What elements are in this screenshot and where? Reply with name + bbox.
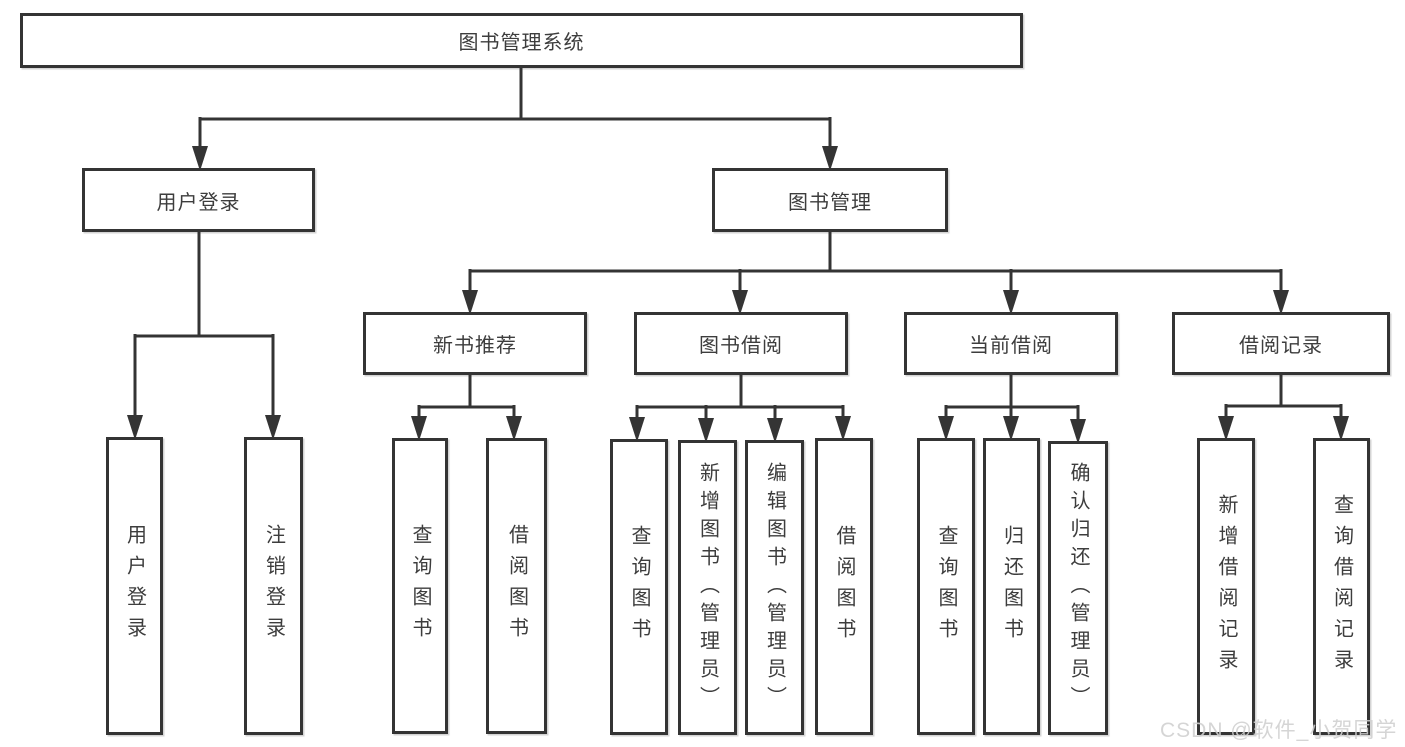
leaf-recommend-query-book-label: 查询图书 (409, 524, 431, 648)
leaf-current-confirm-return-admin-label: 确认归还（管理员） (1067, 462, 1089, 714)
node-current-borrow: 当前借阅 (904, 312, 1118, 375)
node-book-borrow: 图书借阅 (634, 312, 848, 375)
node-new-book-recommend: 新书推荐 (363, 312, 587, 375)
leaf-borrow-query-book: 查询图书 (610, 439, 668, 735)
leaf-borrow-edit-book-admin: 编辑图书（管理员） (745, 440, 804, 735)
leaf-records-query-record: 查询借阅记录 (1313, 438, 1370, 735)
node-borrow-records: 借阅记录 (1172, 312, 1390, 375)
leaf-current-return-book: 归还图书 (983, 438, 1040, 735)
node-user-login: 用户登录 (82, 168, 315, 232)
node-root-label: 图书管理系统 (458, 32, 585, 54)
leaf-borrow-borrow-book-label: 借阅图书 (833, 524, 855, 649)
node-root: 图书管理系统 (20, 13, 1023, 68)
leaf-borrow-borrow-book: 借阅图书 (815, 438, 873, 735)
leaf-records-query-record-label: 查询借阅记录 (1330, 493, 1353, 680)
node-borrow-records-label: 借阅记录 (1239, 335, 1323, 357)
leaf-current-query-book: 查询图书 (917, 438, 975, 735)
leaf-recommend-query-book: 查询图书 (392, 438, 448, 734)
leaf-recommend-borrow-book: 借阅图书 (486, 438, 547, 734)
leaf-borrow-edit-book-admin-label: 编辑图书（管理员） (763, 461, 786, 714)
node-current-borrow-label: 当前借阅 (969, 335, 1053, 357)
node-user-login-label: 用户登录 (156, 191, 241, 214)
leaf-logout-label: 注销登录 (262, 524, 285, 648)
leaf-current-return-book-label: 归还图书 (1000, 524, 1023, 649)
leaf-records-add-record: 新增借阅记录 (1197, 438, 1255, 735)
node-new-book-recommend-label: 新书推荐 (433, 335, 517, 357)
leaf-recommend-borrow-book-label: 借阅图书 (505, 524, 528, 648)
leaf-current-query-book-label: 查询图书 (935, 524, 957, 649)
leaf-borrow-add-book-admin: 新增图书（管理员） (678, 440, 737, 735)
node-book-borrow-label: 图书借阅 (699, 335, 783, 357)
leaf-borrow-add-book-admin-label: 新增图书（管理员） (696, 461, 719, 714)
node-book-management-label: 图书管理 (788, 191, 872, 214)
leaf-current-confirm-return-admin: 确认归还（管理员） (1048, 441, 1108, 735)
leaf-user-login: 用户登录 (106, 437, 163, 735)
node-book-management: 图书管理 (712, 168, 948, 232)
leaf-logout: 注销登录 (244, 437, 303, 735)
leaf-user-login-label: 用户登录 (123, 524, 146, 648)
leaf-borrow-query-book-label: 查询图书 (628, 525, 650, 649)
leaf-records-add-record-label: 新增借阅记录 (1215, 493, 1237, 680)
watermark: CSDN @软件_小贺同学 (1160, 719, 1398, 742)
